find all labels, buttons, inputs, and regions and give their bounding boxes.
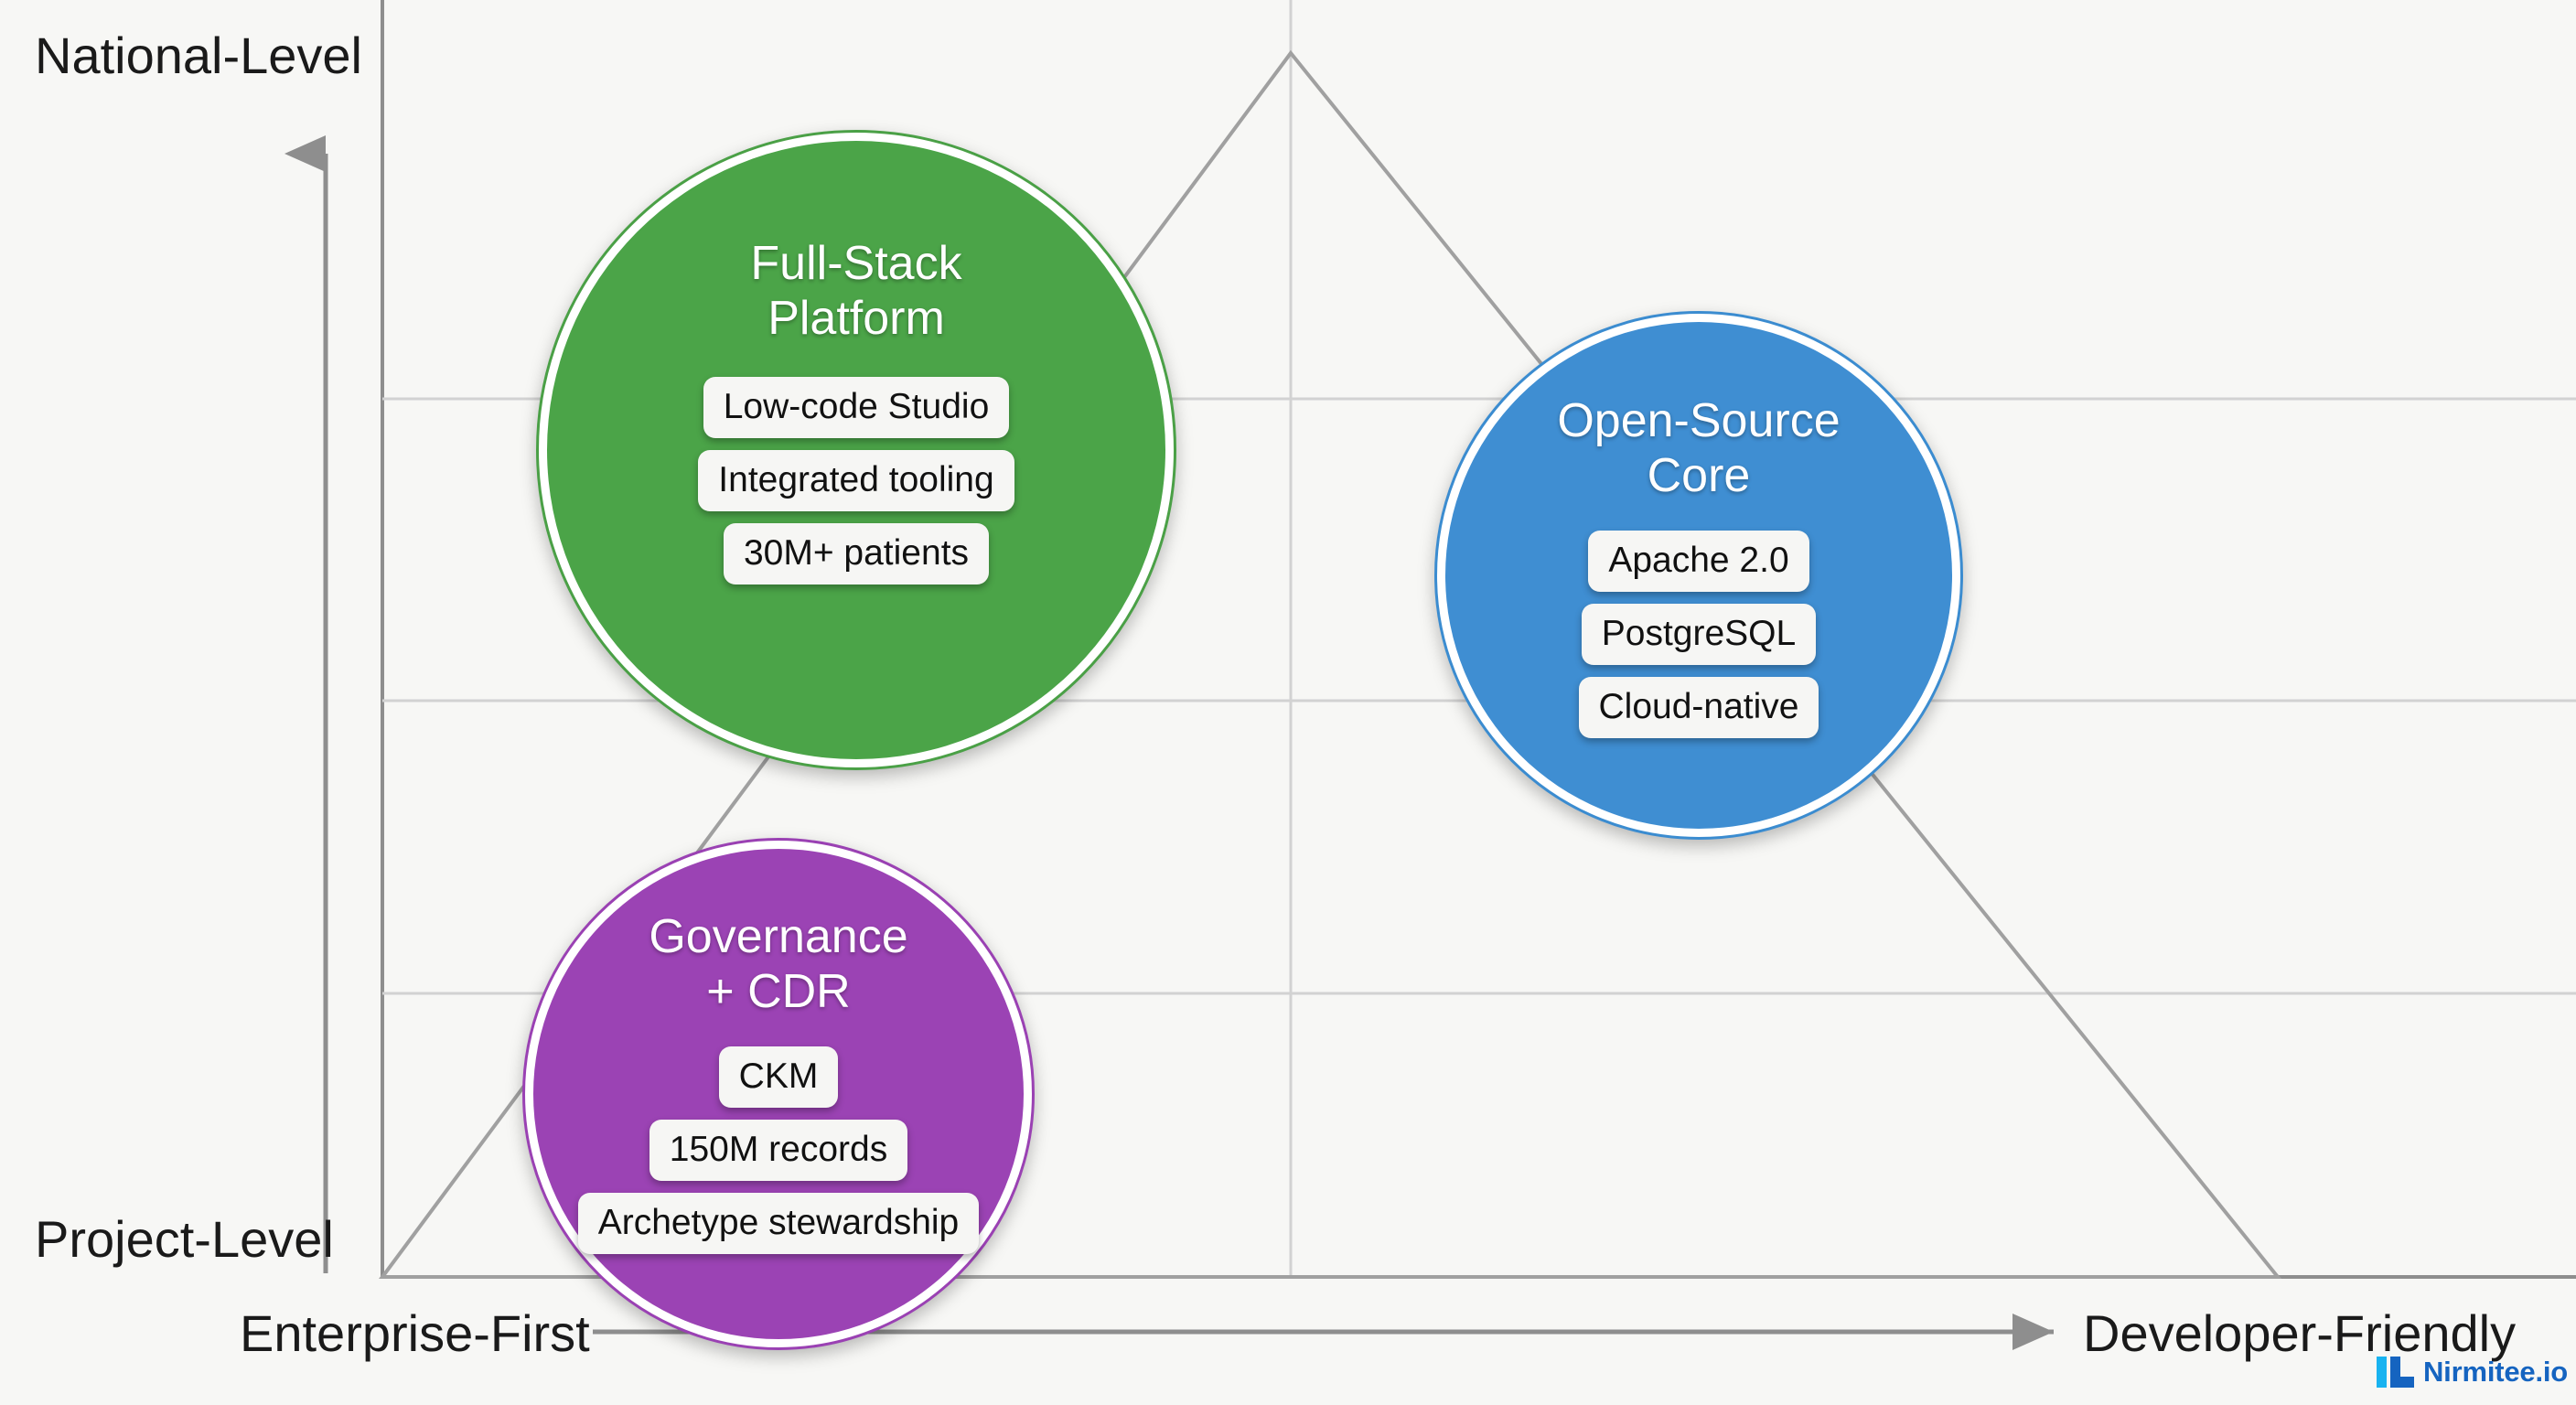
pill-integrated-tooling[interactable]: Integrated tooling	[698, 449, 1014, 511]
bubble-governance-cdr[interactable]: Governance + CDR CKM 150M records Archet…	[522, 838, 1035, 1350]
bubble-open-source-pill-list: Apache 2.0 PostgreSQL Cloud-native	[1578, 519, 1819, 738]
x-axis-right-label: Developer-Friendly	[2083, 1304, 2517, 1362]
bubble-open-source-title: Open-Source Core	[1557, 394, 1841, 503]
y-axis-bottom-label: Project-Level	[35, 1210, 334, 1268]
brand-logo-text: Nirmitee.io	[2423, 1356, 2569, 1388]
pill-30m-patients[interactable]: 30M+ patients	[723, 522, 990, 585]
brand-logo[interactable]: Nirmitee.io	[2377, 1354, 2568, 1390]
y-axis-top-label: National-Level	[35, 27, 362, 84]
bubble-full-stack-title: Full-Stack Platform	[750, 237, 962, 346]
nirmitee-logo-icon	[2377, 1357, 2414, 1388]
pill-postgresql[interactable]: PostgreSQL	[1581, 603, 1817, 665]
pill-low-code-studio[interactable]: Low-code Studio	[703, 376, 1010, 438]
pill-150m-records[interactable]: 150M records	[649, 1119, 908, 1181]
x-axis-left-label: Enterprise-First	[240, 1304, 590, 1362]
bubble-open-source-body: Open-Source Core Apache 2.0 PostgreSQL C…	[1445, 322, 1952, 829]
bubble-open-source-core[interactable]: Open-Source Core Apache 2.0 PostgreSQL C…	[1434, 311, 1963, 840]
bubble-governance-pill-list: CKM 150M records Archetype stewardship	[577, 1035, 980, 1254]
bubble-full-stack-body: Full-Stack Platform Low-code Studio Inte…	[547, 141, 1165, 759]
pill-archetype-stewardship[interactable]: Archetype stewardship	[577, 1192, 980, 1254]
pill-apache-2-0[interactable]: Apache 2.0	[1588, 530, 1809, 592]
pill-ckm[interactable]: CKM	[718, 1046, 839, 1108]
bubble-governance-body: Governance + CDR CKM 150M records Archet…	[533, 849, 1024, 1339]
bubble-full-stack-pill-list: Low-code Studio Integrated tooling 30M+ …	[698, 365, 1014, 585]
bubble-full-stack-platform[interactable]: Full-Stack Platform Low-code Studio Inte…	[536, 130, 1176, 770]
bubble-governance-title: Governance + CDR	[649, 910, 908, 1019]
pill-cloud-native[interactable]: Cloud-native	[1578, 676, 1819, 738]
